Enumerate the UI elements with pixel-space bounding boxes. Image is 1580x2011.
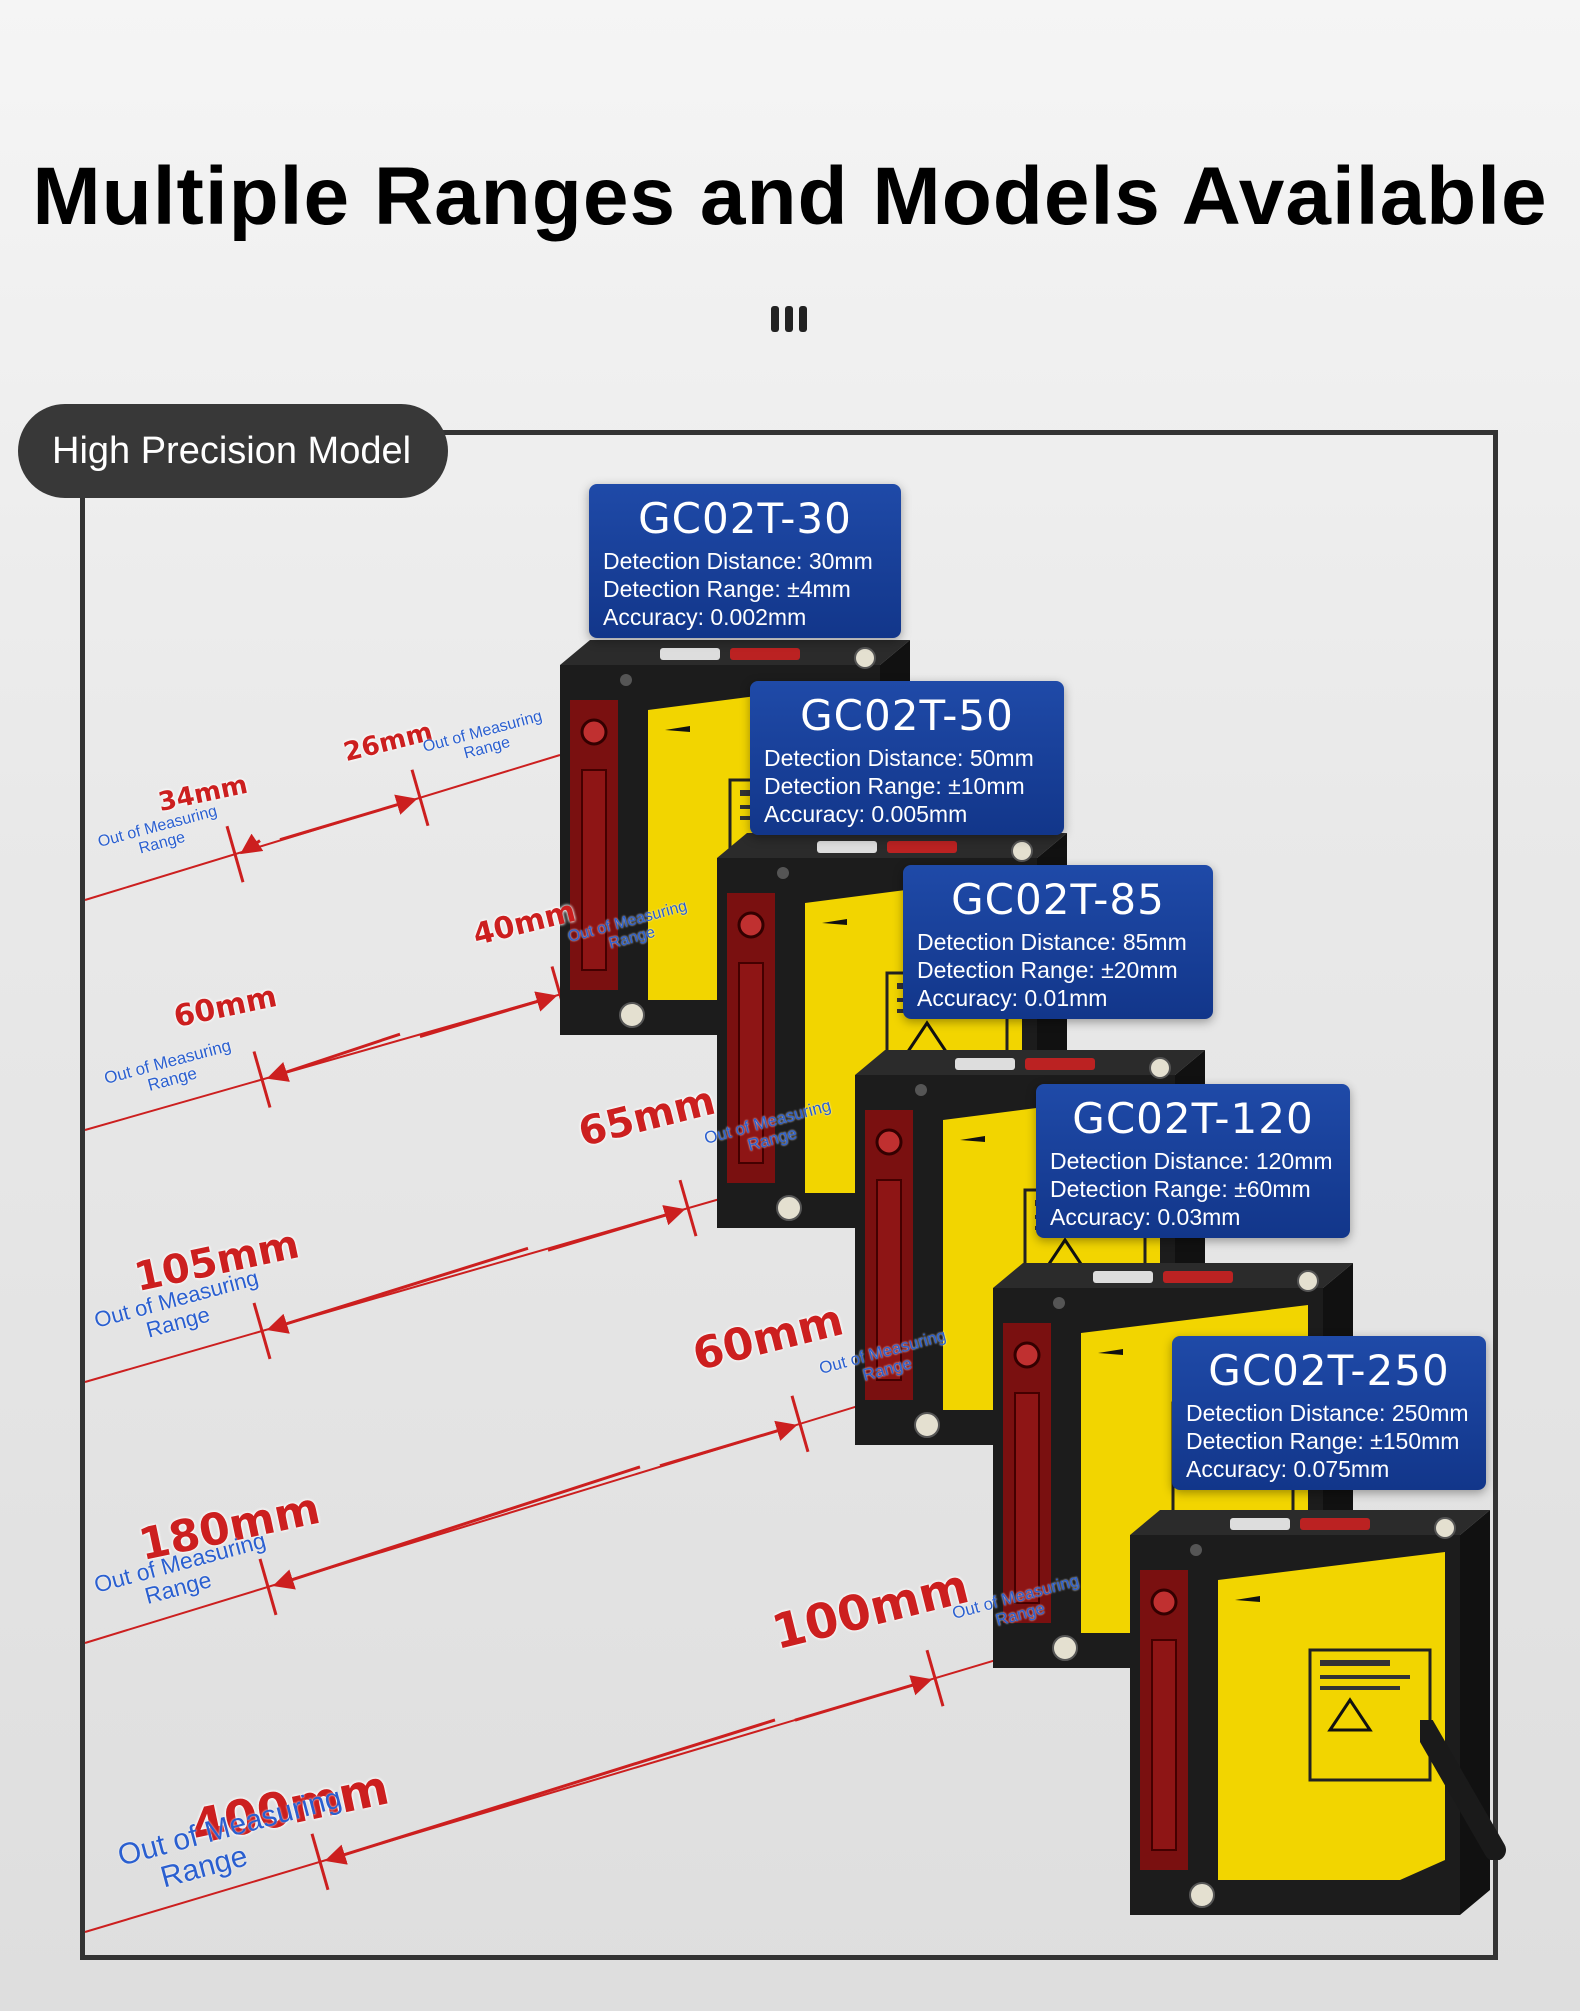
far-limit-tick-4 (258, 1558, 278, 1616)
detection-range: Detection Range: ±4mm (603, 576, 851, 602)
laser-line-4 (84, 1364, 993, 1644)
near-limit-tick-1 (410, 769, 430, 827)
near-limit-arrow-1 (279, 794, 418, 842)
far-limit-arrow-2 (266, 1032, 401, 1082)
detection-distance: Detection Distance: 120mm (1050, 1148, 1333, 1174)
near-limit-arrow-3 (547, 1205, 686, 1252)
model-name: GC02T-120 (1072, 1094, 1314, 1143)
detection-distance: Detection Distance: 50mm (764, 745, 1034, 771)
section-label: High Precision Model (52, 429, 412, 472)
far-limit-arrow-3 (266, 1246, 529, 1334)
near-limit-arrow-4 (659, 1420, 798, 1468)
near-limit-tick-4 (790, 1395, 810, 1453)
near-limit-arrow-5 (794, 1675, 933, 1722)
section-label-pill: High Precision Model (18, 404, 448, 498)
detection-range: Detection Range: ±20mm (917, 957, 1178, 983)
model-card-2: GC02T-50 Detection Distance: 50mm Detect… (750, 681, 1064, 835)
divider-bars-icon (771, 306, 811, 332)
detection-distance: Detection Distance: 250mm (1186, 1400, 1469, 1426)
far-limit-tick-1 (225, 825, 245, 883)
model-name: GC02T-50 (800, 691, 1014, 740)
detection-range: Detection Range: ±10mm (764, 773, 1025, 799)
accuracy: Accuracy: 0.075mm (1186, 1456, 1390, 1482)
far-limit-tick-2 (252, 1051, 272, 1108)
accuracy: Accuracy: 0.005mm (764, 801, 968, 827)
page-title: Multiple Ranges and Models Available (32, 151, 1548, 242)
model-card-4: GC02T-120 Detection Distance: 120mm Dete… (1036, 1084, 1350, 1238)
far-limit-tick-3 (252, 1302, 272, 1360)
near-limit-tick-3 (678, 1179, 698, 1237)
detection-distance: Detection Distance: 85mm (917, 929, 1187, 955)
near-limit-tick-5 (925, 1649, 945, 1707)
detection-distance: Detection Distance: 30mm (603, 548, 873, 574)
laser-line-5 (84, 1619, 1131, 1933)
accuracy: Accuracy: 0.002mm (603, 604, 807, 630)
model-name: GC02T-85 (951, 875, 1165, 924)
detection-range: Detection Range: ±150mm (1186, 1428, 1460, 1454)
far-limit-arrow-4 (272, 1465, 641, 1590)
detection-range: Detection Range: ±60mm (1050, 1176, 1311, 1202)
model-card-5: GC02T-250 Detection Distance: 250mm Dete… (1172, 1336, 1486, 1490)
diagram-frame (80, 430, 1498, 1960)
model-name: GC02T-250 (1208, 1346, 1450, 1395)
sensor-cable (1409, 1709, 1510, 1865)
model-card-3: GC02T-85 Detection Distance: 85mm Detect… (903, 865, 1213, 1019)
near-limit-arrow-2 (419, 991, 558, 1038)
far-limit-arrow-5 (324, 1718, 776, 1865)
far-limit-arrow-1 (240, 833, 264, 855)
model-card-1: GC02T-30 Detection Distance: 30mm Detect… (589, 484, 901, 638)
accuracy: Accuracy: 0.03mm (1050, 1204, 1241, 1230)
accuracy: Accuracy: 0.01mm (917, 985, 1108, 1011)
model-name: GC02T-30 (638, 494, 852, 543)
far-limit-tick-5 (310, 1833, 330, 1891)
